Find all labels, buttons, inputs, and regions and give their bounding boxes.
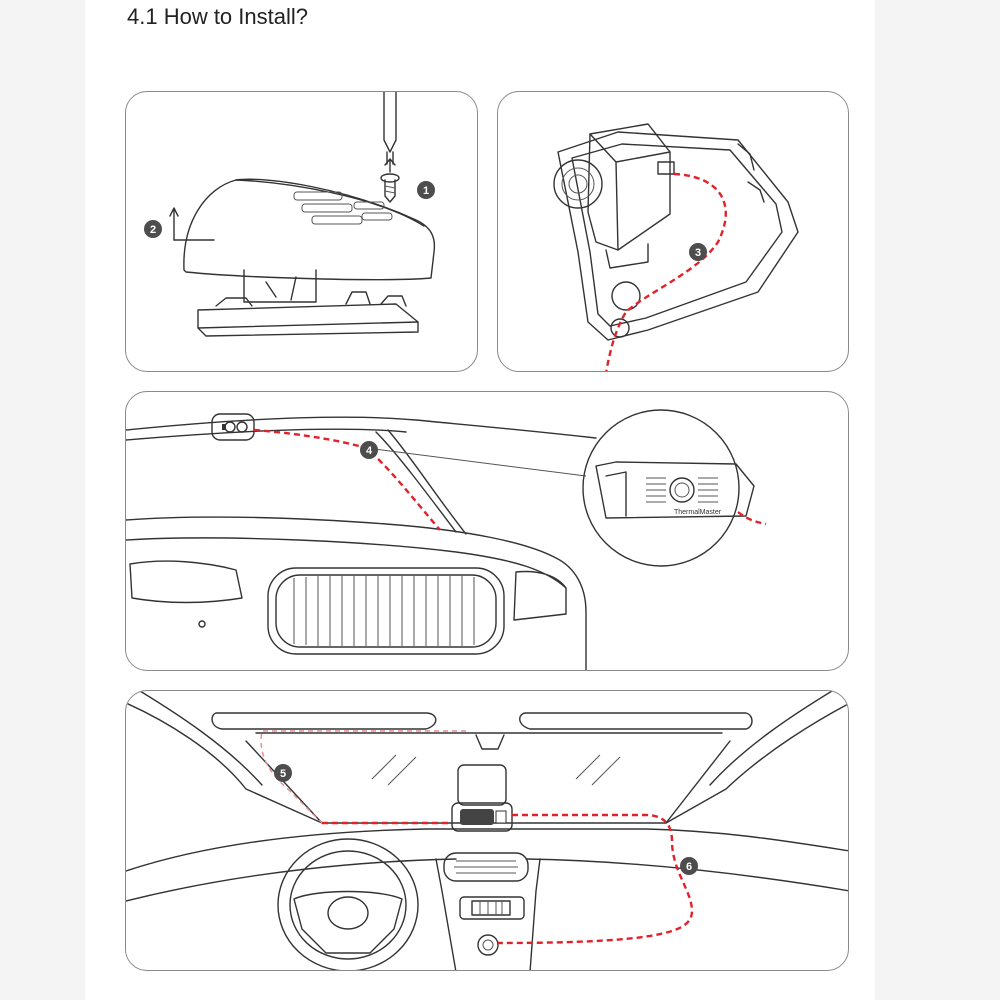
car-body: [126, 516, 587, 670]
cable-route: [605, 172, 727, 371]
camera-body: [183, 178, 436, 281]
step-badge-5: 5: [274, 764, 292, 782]
car-roof-line: [126, 416, 597, 535]
svg-text:1: 1: [423, 185, 429, 197]
screw-icon: [380, 173, 400, 203]
svg-text:4: 4: [366, 445, 373, 457]
panel-route-cable-frame: 3: [497, 91, 849, 372]
dashboard: [126, 828, 848, 970]
cable-route: [253, 428, 441, 531]
car-grille: [267, 567, 505, 655]
mount-base: [197, 269, 419, 337]
callout-magnifier: ThermalMaster: [582, 409, 767, 567]
cable-grommet: [610, 281, 641, 338]
panel-remove-mount: 1 2: [125, 91, 478, 372]
left-margin: [0, 0, 85, 1000]
mount-frame: [557, 131, 799, 341]
screwdriver-icon: [383, 92, 397, 173]
panel-car-exterior: 4 ThermalMaster: [125, 391, 849, 671]
page-title: 4.1 How to Install?: [127, 4, 308, 29]
illustration-remove-mount: 1 2: [144, 92, 436, 337]
right-margin: [875, 0, 1000, 1000]
brand-label: ThermalMaster: [674, 509, 722, 516]
illustration-car-interior: 5 6: [126, 691, 848, 970]
illustration-car-exterior: 4 ThermalMaster: [126, 409, 767, 670]
step-badge-1: 1: [417, 181, 435, 199]
svg-text:3: 3: [695, 247, 701, 259]
step-badge-6: 6: [680, 857, 698, 875]
windshield-frame: [126, 691, 848, 824]
panel-car-interior: 5 6: [125, 690, 849, 971]
step-badge-3: 3: [689, 243, 707, 261]
sun-visors: [211, 712, 753, 730]
step-badge-2: 2: [144, 220, 162, 238]
mirror-and-camera: [451, 734, 513, 832]
svg-text:5: 5: [280, 768, 286, 780]
cable-route: [260, 730, 694, 945]
steering-wheel: [277, 838, 419, 970]
svg-text:6: 6: [686, 861, 692, 873]
illustration-route-cable-frame: 3: [553, 123, 799, 371]
callout-leader: [365, 447, 587, 477]
lift-arrow-icon: [169, 207, 215, 241]
svg-text:2: 2: [150, 224, 156, 236]
camera-module: [553, 123, 675, 269]
roof-camera: [211, 413, 255, 441]
step-badge-4: 4: [360, 441, 378, 459]
